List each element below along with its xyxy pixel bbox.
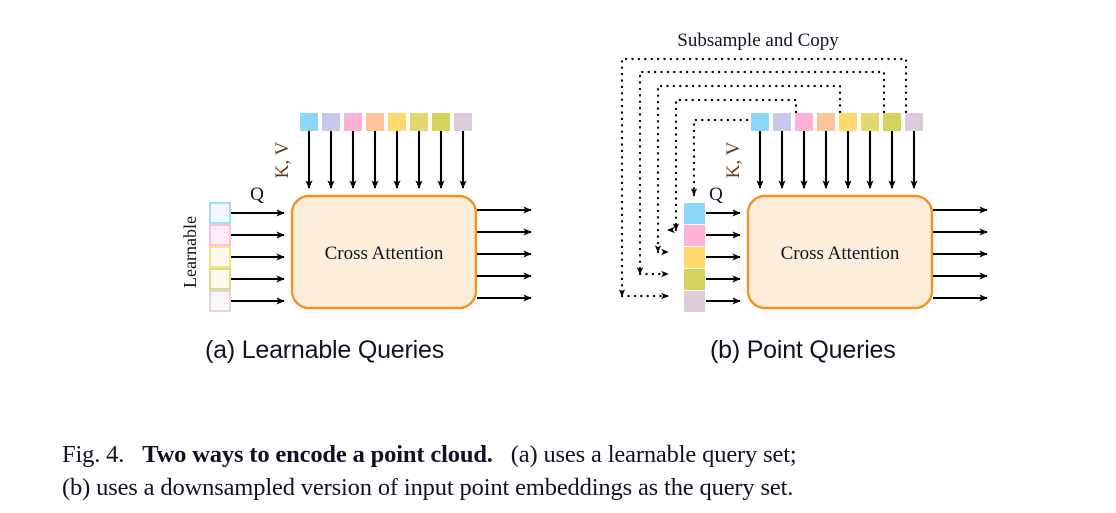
- panel-b-token-2: [773, 113, 791, 131]
- panel-a-learnable-query-3: [209, 246, 231, 268]
- subsample-path-1: [690, 118, 762, 197]
- panel-b-cross-attention-box: [746, 194, 934, 310]
- panel-b-token-3: [795, 113, 813, 131]
- panel-a-cross-attention-box: [290, 194, 478, 310]
- panel-a-kv-arrows: [305, 131, 467, 189]
- panel-a-q-label: Q: [250, 184, 264, 205]
- panel-a-token-7: [432, 113, 450, 131]
- panel-b-subsample-paths: [618, 57, 908, 298]
- panel-a-learnable-query-1: [209, 202, 231, 224]
- panel-a-token-6: [410, 113, 428, 131]
- panel-b-kv-label: K, V: [723, 141, 744, 178]
- panel-b-subsample-entry-stubs: [620, 226, 678, 300]
- panel-a-query-tokens: [209, 202, 231, 312]
- panel-a-q-arrows: [231, 209, 285, 305]
- panel-a-learnable-query-4: [209, 268, 231, 290]
- panel-a-token-3: [344, 113, 362, 131]
- subsample-path-3: [654, 84, 842, 254]
- panel-b-token-4: [817, 113, 835, 131]
- panel-a-output-arrows: [477, 206, 532, 302]
- figure-caption-line-2: (b) uses a downsampled version of input …: [62, 474, 794, 501]
- panel-b-token-7: [883, 113, 901, 131]
- figure-caption-line-1: Fig. 4. Two ways to encode a point cloud…: [62, 438, 1062, 471]
- panel-a-token-2: [322, 113, 340, 131]
- panel-a-cross-attention-label: Cross Attention: [325, 243, 444, 264]
- panel-a-token-1: [300, 113, 318, 131]
- subsample-path-2: [672, 98, 798, 232]
- panel-b-output-arrows: [933, 206, 988, 302]
- panel-a-token-4: [366, 113, 384, 131]
- panel-b-token-6: [861, 113, 879, 131]
- figure-caption: Fig. 4. Two ways to encode a point cloud…: [62, 438, 1062, 504]
- panel-b-token-8: [905, 113, 923, 131]
- panel-b-q-arrows: [706, 209, 741, 305]
- panel-b-caption-label: (b) Point Queries: [710, 336, 896, 364]
- panel-b-point-query-2: [684, 225, 705, 246]
- figure-caption-prefix: Fig. 4.: [62, 441, 125, 468]
- panel-b-token-1: [751, 113, 769, 131]
- panel-b-query-tokens: [684, 203, 705, 312]
- figure-caption-bold: Two ways to encode a point cloud.: [142, 441, 493, 468]
- panel-a-kv-label: K, V: [272, 141, 293, 178]
- panel-b-q-label: Q: [709, 184, 723, 205]
- panel-b-input-tokens: [751, 113, 923, 131]
- panel-a-caption-label: (a) Learnable Queries: [205, 336, 444, 364]
- panel-b: Subsample and Copy Cross Attention: [618, 30, 988, 312]
- panel-b-token-5: [839, 113, 857, 131]
- panel-a-token-5: [388, 113, 406, 131]
- panel-a-learnable-query-2: [209, 224, 231, 246]
- panel-b-subsample-label: Subsample and Copy: [677, 30, 839, 51]
- subsample-path-5: [618, 57, 908, 298]
- panel-a-token-8: [454, 113, 472, 131]
- panel-a: Cross Attention: [180, 113, 532, 312]
- panel-b-subsample-path-1-group: [690, 118, 762, 197]
- panel-a-input-tokens: [300, 113, 472, 131]
- panel-b-cross-attention-label: Cross Attention: [781, 243, 900, 264]
- panel-b-point-query-3: [684, 247, 705, 268]
- panel-b-point-query-4: [684, 269, 705, 290]
- panel-b-kv-arrows: [756, 131, 918, 189]
- panel-b-point-query-1: [684, 203, 705, 224]
- panel-a-learnable-label: Learnable: [180, 216, 200, 288]
- figure-caption-rest: (a) uses a learnable query set;: [510, 441, 797, 468]
- panel-a-learnable-query-5: [209, 290, 231, 312]
- subsample-path-4: [636, 70, 886, 276]
- panel-b-point-query-5: [684, 291, 705, 312]
